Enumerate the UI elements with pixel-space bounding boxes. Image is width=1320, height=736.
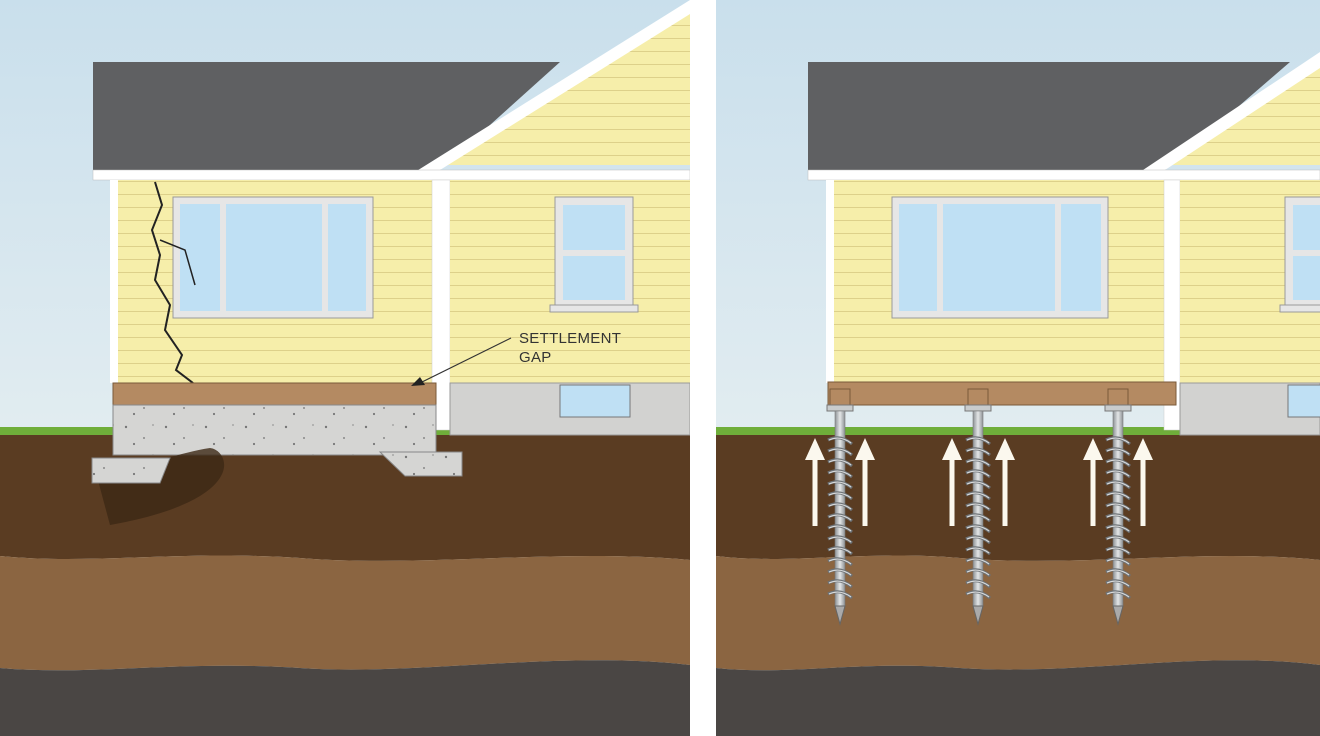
bedrock-layer <box>0 660 690 736</box>
up-arrow-icon <box>1133 438 1153 526</box>
panel-divider <box>690 0 716 736</box>
footing-right <box>378 451 463 477</box>
helical-piles <box>826 388 1132 626</box>
basement-window <box>1287 384 1320 418</box>
picture-window <box>172 196 374 319</box>
picture-window <box>891 196 1109 319</box>
up-arrow-icon <box>942 438 962 526</box>
footing-left <box>91 457 171 484</box>
subsoil-layer <box>716 555 1320 671</box>
roof <box>93 62 560 170</box>
gable-trim <box>415 0 690 172</box>
up-arrow-icon <box>855 438 875 526</box>
corner-trim <box>110 180 118 383</box>
wood-sill <box>112 382 437 406</box>
sinking-foundation <box>112 404 437 456</box>
wall-crack <box>150 181 194 384</box>
up-arrow-icon <box>1083 438 1103 526</box>
after-panel <box>716 0 1320 736</box>
annotation-gap: GAP <box>519 349 552 366</box>
gable-trim <box>1140 52 1320 172</box>
wood-beam <box>827 381 1177 406</box>
before-panel: SETTLEMENT GAP <box>0 0 691 736</box>
helical-pile <box>964 388 992 626</box>
annotation-settlement: SETTLEMENT <box>519 330 621 347</box>
roof <box>808 62 1290 170</box>
up-arrow-icon <box>995 438 1015 526</box>
subsoil-layer <box>0 555 690 671</box>
lift-arrows <box>805 438 1153 526</box>
arrow-head-icon <box>411 377 425 386</box>
eave-trim <box>807 169 1320 181</box>
double-hung-window <box>1279 196 1320 313</box>
eave-trim <box>92 169 691 181</box>
basement-window <box>559 384 631 418</box>
double-hung-window <box>549 196 639 313</box>
helical-pile <box>826 388 854 626</box>
topsoil-layer <box>716 435 1320 561</box>
helical-pile <box>1104 388 1132 626</box>
annotation-arrow <box>421 337 512 383</box>
up-arrow-icon <box>805 438 825 526</box>
wall-crack-branch <box>159 239 196 286</box>
bedrock-layer <box>716 660 1320 736</box>
corner-trim <box>826 180 834 383</box>
grass <box>716 427 1320 435</box>
